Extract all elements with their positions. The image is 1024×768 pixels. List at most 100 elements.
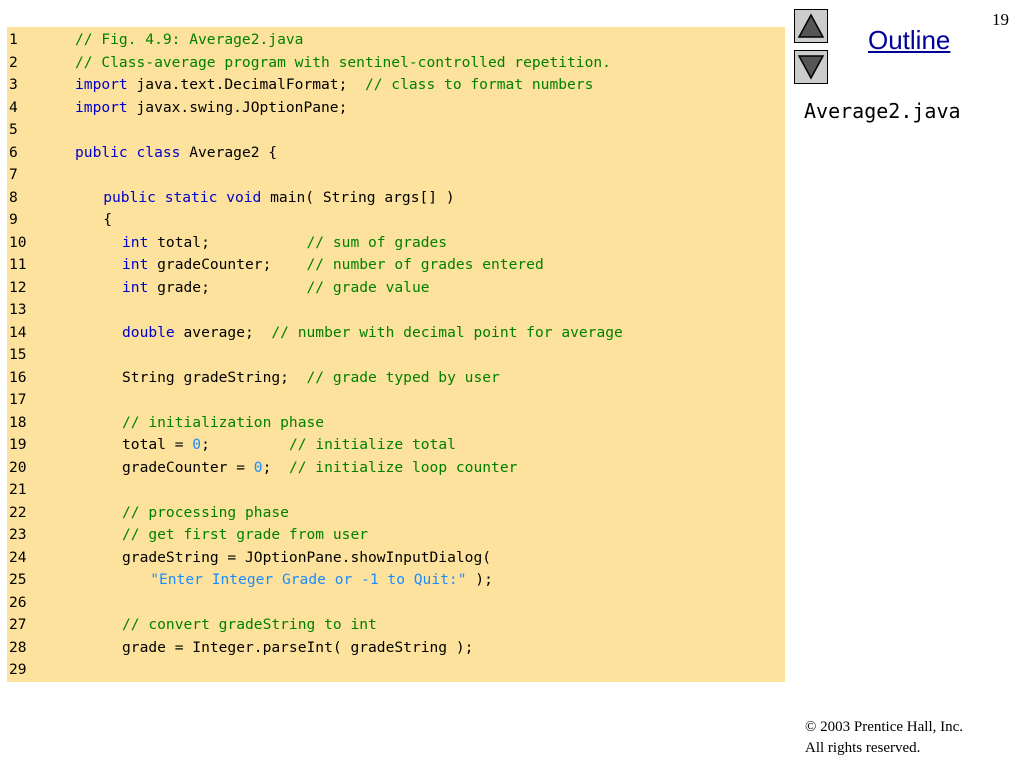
code-line: 24 gradeString = JOptionPane.showInputDia… [7,547,785,569]
code-keyword: import [75,76,128,93]
code-line: 28 grade = Integer.parseInt( gradeString … [7,637,785,659]
code-text: "Enter Integer Grade or -1 to Quit:" ); [150,569,493,591]
code-comment: // grade typed by user [306,368,500,386]
line-number: 28 [9,638,27,656]
outline-link[interactable]: Outline [868,25,951,55]
line-number: 24 [9,548,27,566]
line-number: 6 [9,143,18,161]
code-line: 7 [7,164,785,186]
code-line: 2 // Class-average program with sentinel-… [7,52,785,74]
code-text: int total; // sum of grades [122,232,447,254]
line-number: 19 [9,436,27,453]
code-text: // Fig. 4.9: Average2.java [75,29,303,51]
line-number: 4 [9,98,18,116]
previous-slide-button[interactable] [794,9,828,43]
line-number: 17 [9,391,27,408]
code-line: 8 public static void main( String args[] … [7,187,785,209]
line-number: 25 [9,571,27,588]
code-text: gradeString = JOptionPane.showInputDialo… [122,547,491,569]
code-line: 12 int grade; // grade value [7,277,785,299]
line-number: 7 [9,166,18,183]
code-line: 1 // Fig. 4.9: Average2.java [7,29,785,51]
code-line: 9{ [7,209,785,231]
copyright-notice: © 2003 Prentice Hall, Inc. All rights re… [805,717,963,759]
code-line: 11 int gradeCounter; // number of grades … [7,254,785,276]
code-token: total = [122,436,193,453]
code-token: String gradeString; [122,368,307,386]
code-keyword: public static void [103,188,262,206]
line-number: 27 [9,616,27,633]
line-number: 16 [9,368,27,386]
code-text: // Class-average program with sentinel-c… [75,52,611,74]
line-number: 3 [9,76,18,93]
code-token: total; [148,233,307,251]
code-token: { [103,211,112,228]
code-line: 19 total = 0; // initialize total [7,434,785,456]
code-token: gradeCounter; [148,256,307,273]
code-line: 22 // processing phase [7,502,785,524]
code-line: 21 [7,479,785,501]
code-keyword: int [122,233,149,251]
code-comment: // sum of grades [306,233,448,251]
line-number: 23 [9,526,27,543]
line-number: 12 [9,278,27,296]
code-comment: // initialize total [288,436,456,453]
code-token: ; [201,436,289,453]
code-line: 29 [7,659,785,681]
code-token: main( String args[] ) [261,188,455,206]
next-slide-button[interactable] [794,50,828,84]
code-token: grade; [148,278,307,296]
code-keyword: public class [75,143,181,161]
code-token: grade = Integer.parseInt( gradeString ); [122,638,474,656]
code-line: 26 [7,592,785,614]
line-number: 8 [9,188,18,206]
code-line: 16 String gradeString; // grade typed by … [7,367,785,389]
code-comment: // Class-average program with sentinel-c… [75,53,611,71]
code-text: double average; // number with decimal p… [122,322,623,344]
triangle-up-icon [797,13,825,38]
code-token: gradeString = JOptionPane.showInputDialo… [122,548,492,566]
line-number: 26 [9,593,27,611]
code-token: ); [466,571,493,588]
code-keyword: import [75,98,128,116]
line-number: 18 [9,413,27,431]
code-literal: 0 [192,436,202,453]
line-number: 2 [9,53,18,71]
code-text: // get first grade from user [122,524,368,546]
code-keyword: int [122,278,149,296]
code-literal: "Enter Integer Grade or -1 to Quit:" [150,571,467,588]
code-token: gradeCounter = [122,458,254,476]
code-line: 23 // get first grade from user [7,524,785,546]
code-text: total = 0; // initialize total [122,434,456,456]
code-text: public static void main( String args[] ) [103,187,454,209]
code-comment: // get first grade from user [122,526,369,543]
line-number: 13 [9,301,27,318]
line-number: 1 [9,31,18,48]
code-comment: // number with decimal point for average [271,323,623,341]
line-number: 9 [9,211,18,228]
code-line: 17 [7,389,785,411]
code-comment: // number of grades entered [306,256,544,273]
code-text: String gradeString; // grade typed by us… [122,367,500,389]
code-panel: 1 // Fig. 4.9: Average2.java 2 // Class-ave… [7,27,785,682]
line-number: 15 [9,346,27,363]
code-comment: // convert gradeString to int [122,616,377,633]
code-literal: 0 [253,458,263,476]
code-text: { [103,209,112,231]
code-comment: // grade value [306,278,430,296]
code-line: 25 "Enter Integer Grade or -1 to Quit:" )… [7,569,785,591]
triangle-down-icon [797,55,825,80]
code-text: import java.text.DecimalFormat; // class… [75,74,593,96]
code-token: ; [262,458,289,476]
code-line: 5 [7,119,785,141]
code-token: java.text.DecimalFormat; [127,76,365,93]
code-text: int gradeCounter; // number of grades en… [122,254,544,276]
code-text: // processing phase [122,502,289,524]
line-number: 29 [9,661,27,678]
code-line: 27 // convert gradeString to int [7,614,785,636]
code-token: javax.swing.JOptionPane; [127,98,348,116]
line-number: 11 [9,256,27,273]
line-number: 22 [9,503,27,521]
